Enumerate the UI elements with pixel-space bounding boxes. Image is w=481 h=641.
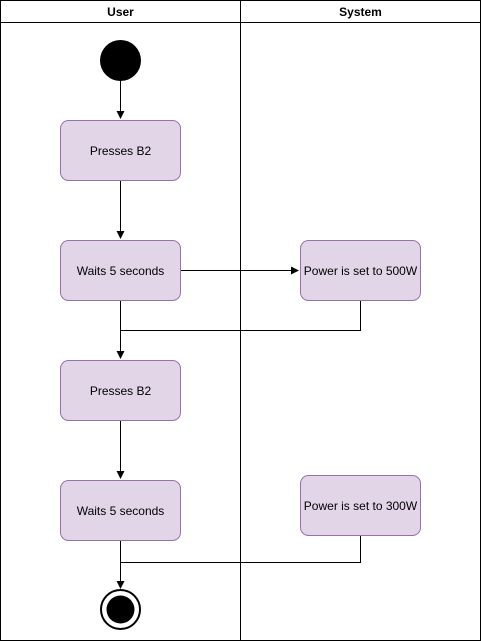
- activity-power-300w-label: Power is set to 300W: [304, 499, 418, 513]
- edge-power-300-merge: [120, 535, 361, 563]
- final-node: [100, 589, 141, 630]
- edge-power-500-merge: [120, 300, 361, 331]
- activity-presses-b2: Presses B2: [60, 120, 181, 181]
- activity-power-300w-box: [300, 475, 421, 536]
- activity-waits-5-seconds: Waits 5 seconds: [60, 240, 181, 301]
- activity-waits-5-seconds-second-label: Waits 5 seconds: [77, 504, 165, 518]
- initial-node: [100, 40, 141, 81]
- activity-power-500w-box: [300, 240, 421, 301]
- activity-power-500w: Power is set to 500W: [300, 240, 421, 301]
- activity-waits-5-seconds-second-box: [60, 480, 181, 541]
- activity-waits-5-seconds-label: Waits 5 seconds: [77, 264, 165, 278]
- edges: [116, 81, 361, 589]
- final-node-core: [106, 595, 135, 624]
- activity-power-300w: Power is set to 300W: [300, 475, 421, 536]
- swimlane-system-title: System: [339, 5, 382, 19]
- activity-waits-5-seconds-box: [60, 240, 181, 301]
- swimlane-user-title: User: [107, 5, 134, 19]
- activity-presses-b2-second: Presses B2: [60, 360, 181, 421]
- activity-waits-5-seconds-second: Waits 5 seconds: [60, 480, 181, 541]
- activity-power-500w-label: Power is set to 500W: [304, 264, 418, 278]
- activity-presses-b2-label: Presses B2: [90, 144, 152, 158]
- activity-presses-b2-second-label: Presses B2: [90, 384, 152, 398]
- activity-presses-b2-box: [60, 120, 181, 181]
- activity-presses-b2-second-box: [60, 360, 181, 421]
